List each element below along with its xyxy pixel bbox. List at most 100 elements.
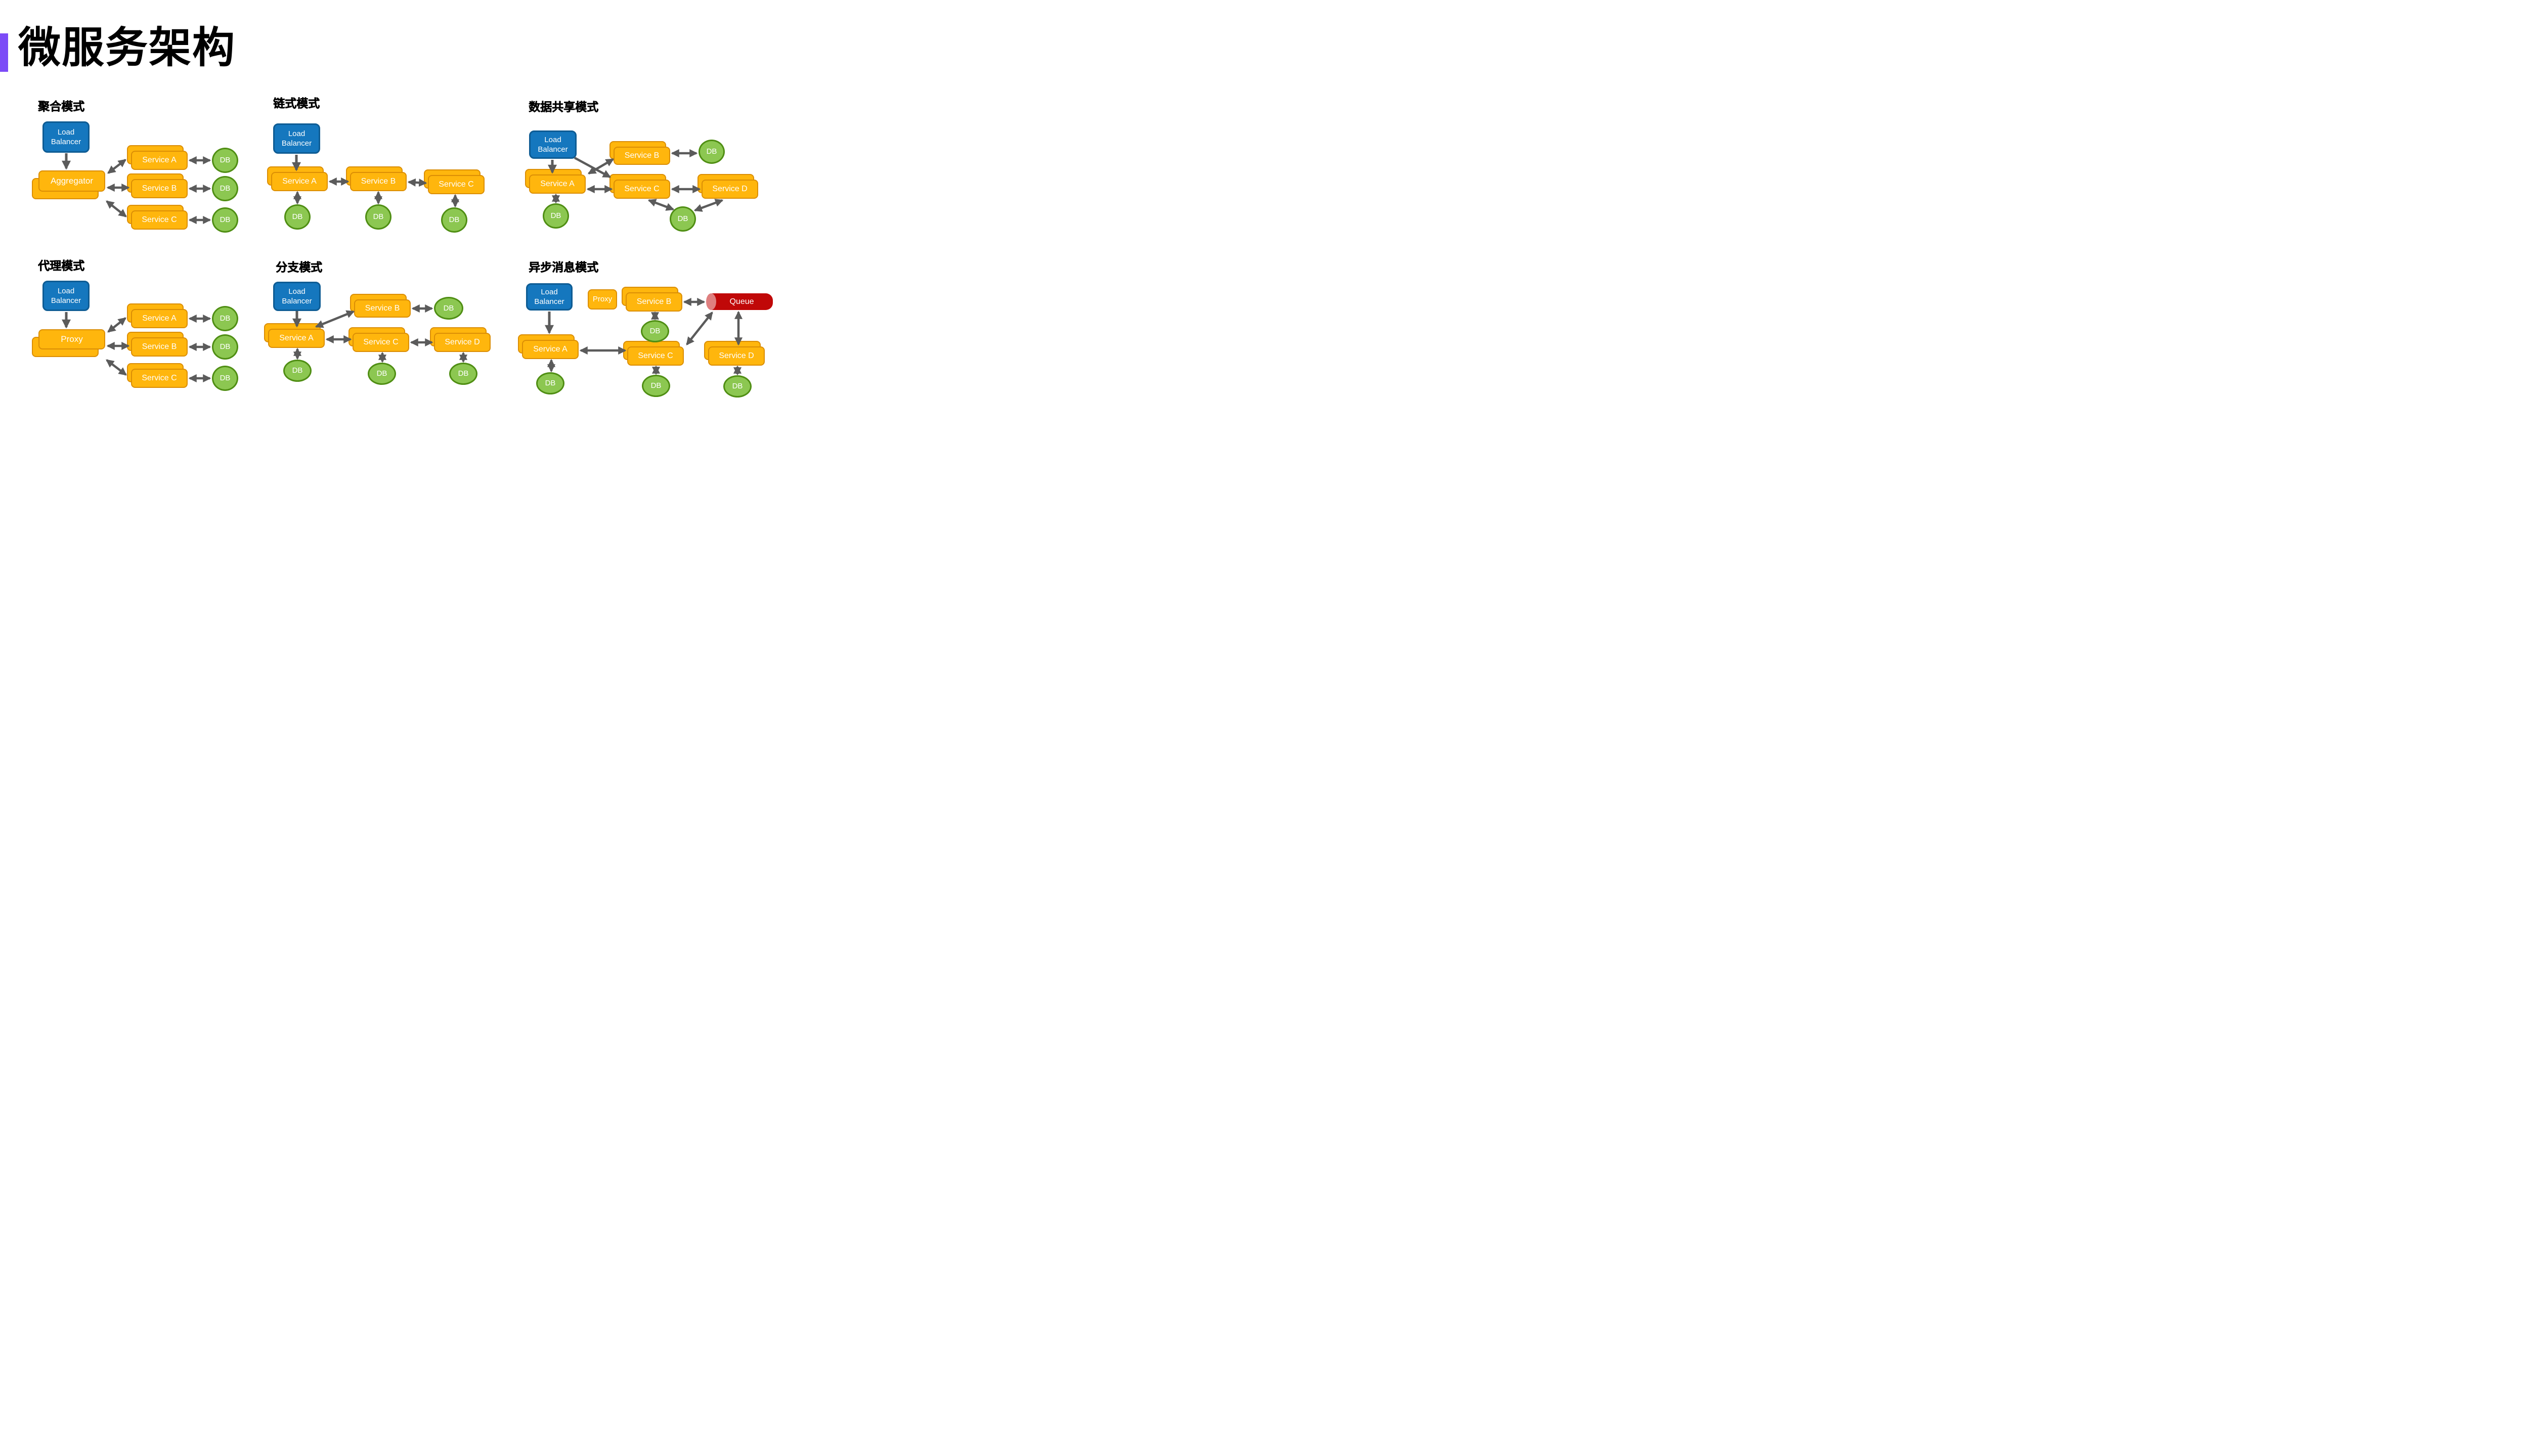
node-label: Service C: [624, 185, 660, 194]
node-label: Service A: [142, 314, 177, 323]
data-sharing-service-a: Service A: [529, 174, 586, 194]
node-label: Service B: [142, 342, 177, 351]
diagram-title-data-sharing: 数据共享模式: [529, 100, 598, 113]
node-label: Service A: [533, 345, 568, 354]
async-messaging-db-d: DB: [723, 375, 752, 398]
chain-service-c: Service C: [428, 175, 485, 194]
node-label: DB: [376, 369, 387, 378]
node-label: DB: [650, 381, 662, 390]
node-label: DB: [677, 214, 688, 223]
node-label: Service B: [142, 184, 177, 193]
async-messaging-db-c: DB: [642, 375, 670, 397]
node-label: DB: [220, 215, 231, 224]
node-label: DB: [220, 156, 231, 164]
branch-service-a: Service A: [268, 329, 325, 348]
async-messaging-queue: Queue: [711, 293, 773, 310]
node-label: DB: [373, 212, 384, 221]
node-label: DB: [220, 374, 231, 382]
node-label: Load: [57, 287, 75, 295]
proxy-db-a: DB: [212, 306, 238, 331]
node-label: DB: [550, 211, 561, 220]
node-label: Load: [57, 128, 75, 137]
diagram-title-chain: 链式模式: [273, 97, 320, 110]
data-sharing-service-b: Service B: [614, 147, 670, 165]
node-label: Balancer: [534, 297, 564, 306]
aggregation-db-b: DB: [212, 176, 238, 201]
node-label: Load: [541, 288, 558, 296]
aggregation-db-c: DB: [212, 207, 238, 233]
node-label: DB: [732, 382, 743, 390]
chain-db-a: DB: [284, 204, 311, 230]
node-label: Service C: [142, 215, 177, 225]
proxy-service-b: Service B: [131, 337, 188, 357]
node-label: Queue: [729, 297, 754, 306]
async-messaging-queue-cylinder-body: [711, 293, 773, 310]
data-sharing-db-a: DB: [543, 203, 569, 229]
node-label: DB: [292, 212, 303, 221]
node-label: Service A: [282, 177, 317, 186]
node-label: Service B: [624, 151, 660, 160]
branch-service-d: Service D: [434, 333, 491, 352]
node-label: DB: [443, 303, 454, 313]
chain-service-a: Service A: [271, 172, 328, 191]
node-label: Balancer: [282, 297, 312, 305]
async-messaging-proxy: Proxy: [588, 289, 617, 310]
branch-service-b: Service B: [354, 299, 411, 318]
diagram-title-proxy: 代理模式: [38, 259, 84, 272]
node-label: Service B: [361, 177, 396, 186]
node-label: Service C: [142, 374, 177, 383]
arrow-data-sharing-7: [647, 199, 675, 211]
data-sharing-db-shared: DB: [670, 206, 696, 232]
node-label: Proxy: [61, 334, 83, 344]
node-label: DB: [220, 184, 231, 193]
async-messaging-service-c: Service C: [627, 346, 684, 366]
aggregation-db-a: DB: [212, 148, 238, 173]
node-label: Aggregator: [50, 175, 94, 186]
node-label: Service D: [719, 351, 754, 361]
node-label: Balancer: [538, 145, 568, 154]
chain-db-b: DB: [365, 204, 391, 230]
node-label: Load: [288, 129, 306, 138]
node-label: Proxy: [592, 295, 613, 303]
node-label: Service A: [279, 334, 314, 343]
node-label: Service D: [712, 185, 748, 194]
node-label: Service C: [439, 180, 474, 189]
node-label: DB: [649, 327, 661, 335]
async-messaging-db-b: DB: [641, 320, 669, 342]
diagram-title-branch: 分支模式: [276, 260, 322, 274]
branch-db-c: DB: [368, 363, 396, 385]
proxy-db-c: DB: [212, 366, 238, 391]
async-messaging-queue-cylinder-cap: [706, 293, 716, 310]
arrow-data-sharing-8: [693, 199, 724, 212]
node-label: Service C: [363, 338, 399, 347]
async-messaging-service-b: Service B: [626, 292, 682, 312]
node-label: DB: [458, 369, 469, 378]
node-label: Service B: [636, 297, 672, 306]
arrow-aggregation-1: [107, 159, 126, 174]
arrow-proxy-1: [107, 317, 126, 333]
node-label: DB: [706, 147, 717, 156]
proxy-db-b: DB: [212, 334, 238, 360]
data-sharing-db-b: DB: [699, 140, 725, 164]
node-label: DB: [220, 342, 231, 351]
branch-db-d: DB: [449, 363, 477, 385]
node-label: Service D: [445, 338, 480, 347]
arrow-data-sharing-2: [587, 158, 615, 174]
async-messaging-service-d: Service D: [708, 346, 765, 366]
data-sharing-service-d: Service D: [702, 180, 758, 199]
arrow-branch-1: [315, 310, 355, 328]
page-title: 微服务架构: [18, 24, 236, 71]
arrow-proxy-3: [106, 359, 127, 376]
data-sharing-service-c: Service C: [614, 180, 670, 199]
node-label: Service C: [638, 351, 673, 361]
diagram-title-async-messaging: 异步消息模式: [529, 260, 598, 274]
arrow-chain-2: [407, 178, 427, 187]
branch-db-a: DB: [283, 360, 312, 382]
branch-service-c: Service C: [353, 333, 409, 352]
proxy-service-a: Service A: [131, 309, 188, 328]
